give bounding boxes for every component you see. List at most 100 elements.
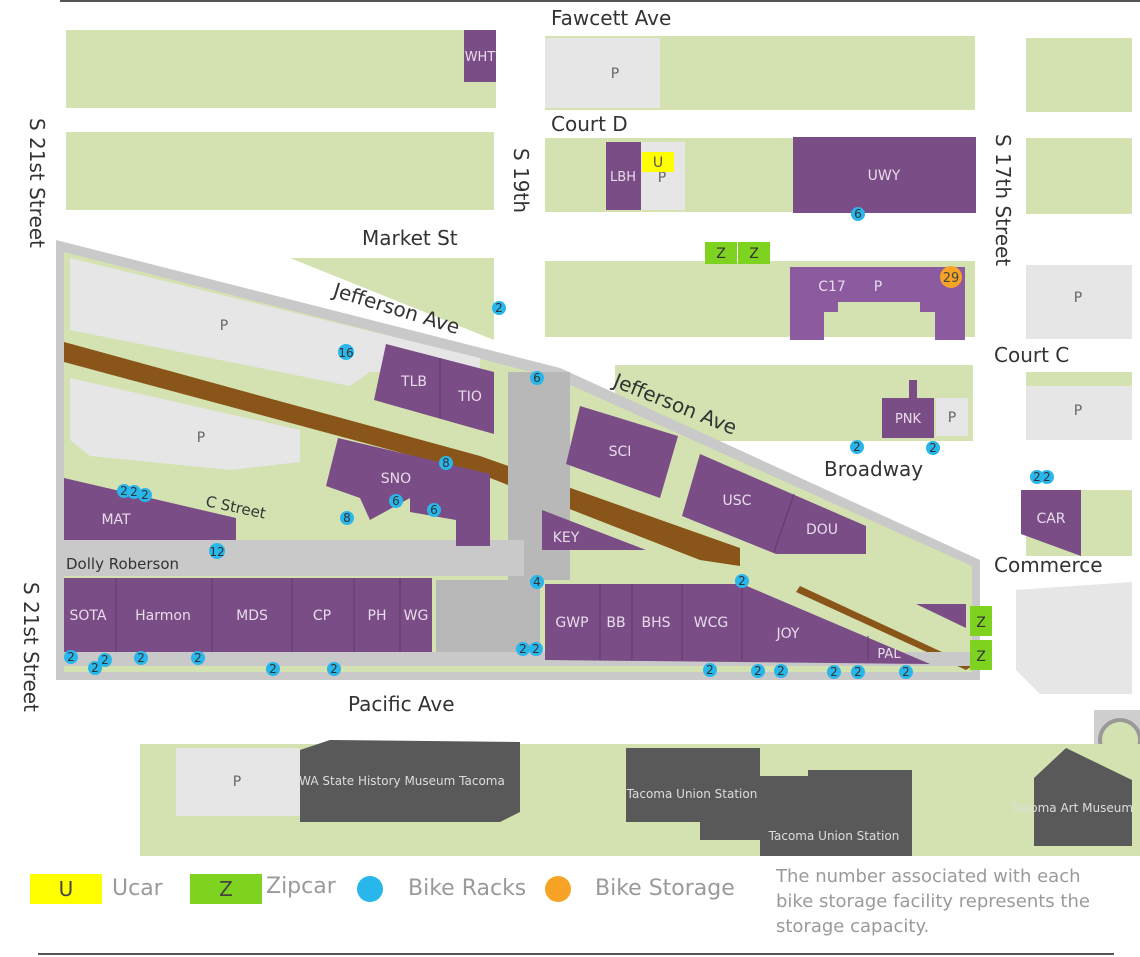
bike-rack-pnk-1[interactable] — [850, 440, 864, 454]
bike-rack-joy-2[interactable] — [774, 664, 788, 678]
divider-usc-dou — [773, 493, 795, 553]
zipcar-marker-2[interactable] — [738, 242, 770, 264]
parking-label-west: P — [197, 430, 205, 446]
street-s21st-bottom: S 21st Street — [19, 582, 43, 712]
zipcar-marker-1-label: Z — [716, 246, 726, 262]
bike-rack-pnk-1-label: 2 — [853, 440, 861, 454]
building-label-c17: C17 — [818, 279, 846, 295]
bike-rack-joy-top[interactable] — [735, 574, 749, 588]
bike-rack-mat-1-label: 2 — [120, 484, 128, 498]
building-label-key: KEY — [553, 530, 580, 546]
bike-rack-pal[interactable] — [899, 665, 913, 679]
bike-rack-car-2[interactable] — [1040, 470, 1054, 484]
building-union-station[interactable] — [626, 748, 808, 856]
street-commerce: Commerce — [994, 553, 1103, 577]
bike-rack-ph[interactable] — [327, 662, 341, 676]
zipcar-marker-4-label: Z — [976, 649, 986, 665]
zipcar-marker-3[interactable] — [970, 606, 992, 636]
bike-rack-sno-top[interactable] — [439, 456, 453, 470]
legend-bike-racks-label: Bike Racks — [408, 876, 527, 901]
bike-rack-joy-3[interactable] — [827, 665, 841, 679]
building-pnk-tower — [909, 380, 917, 400]
block-17th-right — [1026, 138, 1132, 214]
legend-zipcar-label: Zipcar — [266, 874, 336, 899]
block-wht — [66, 30, 496, 108]
bike-rack-sno-left[interactable] — [389, 494, 403, 508]
bike-rack-mat-2[interactable] — [127, 485, 141, 499]
bike-rack-mat-3[interactable] — [138, 488, 152, 502]
bike-rack-tio[interactable] — [530, 371, 544, 385]
bike-rack-pnk-2[interactable] — [926, 441, 940, 455]
zipcar-marker-3-label: Z — [976, 615, 986, 631]
bike-rack-key[interactable] — [530, 575, 544, 589]
building-union-station-east — [808, 770, 912, 856]
bike-rack-sno-top-label: 8 — [442, 456, 450, 470]
legend-ucar-swatch: U — [30, 874, 102, 904]
building-car[interactable] — [1021, 490, 1081, 556]
zipcar-marker-2-label: Z — [749, 246, 759, 262]
bike-rack-sno-bottom[interactable] — [340, 511, 354, 525]
bike-rack-gwp-2[interactable] — [529, 642, 543, 656]
bike-rack-cp[interactable] — [266, 662, 280, 676]
bike-rack-wcg[interactable] — [703, 663, 717, 677]
building-label-bhs: BHS — [641, 615, 670, 631]
zipcar-marker-4[interactable] — [970, 640, 992, 670]
building-art-museum[interactable] — [1034, 748, 1132, 846]
bike-rack-sota-2-label: 2 — [91, 661, 99, 675]
building-label-history-museum: WA State History Museum Tacoma — [299, 774, 505, 788]
street-fawcett: Fawcett Ave — [551, 6, 671, 30]
zipcar-marker-1[interactable] — [705, 242, 737, 264]
bike-rack-sota-2[interactable] — [88, 661, 102, 675]
building-key[interactable] — [542, 510, 646, 550]
block-nw-right — [1026, 38, 1132, 112]
bike-rack-market[interactable] — [492, 301, 506, 315]
parking-pnk — [936, 398, 968, 436]
street-s17th: S 17th Street — [991, 134, 1015, 266]
bike-rack-car-1-label: 2 — [1033, 470, 1041, 484]
bike-rack-sota-3[interactable] — [98, 653, 112, 667]
parking-commerce — [1016, 582, 1132, 694]
bike-rack-car-2-label: 2 — [1043, 470, 1051, 484]
building-history-museum[interactable] — [300, 740, 520, 822]
bike-rack-gwp-1-label: 2 — [519, 642, 527, 656]
building-tlb-tio[interactable] — [374, 344, 494, 434]
bike-rack-gwp-1[interactable] — [516, 642, 530, 656]
building-mat[interactable] — [64, 478, 236, 540]
bike-storage-c17[interactable] — [940, 266, 962, 288]
building-pnk[interactable] — [882, 398, 934, 438]
bike-rack-jefferson-lot[interactable] — [338, 344, 354, 360]
bike-rack-sota-1[interactable] — [64, 650, 78, 664]
bike-rack-dolly[interactable] — [209, 543, 225, 559]
bike-rack-harmon-label: 2 — [137, 651, 145, 665]
building-lbh[interactable] — [606, 142, 641, 210]
bike-rack-mds[interactable] — [191, 651, 205, 665]
building-sci[interactable] — [566, 406, 678, 498]
bike-rack-joy-4[interactable] — [851, 665, 865, 679]
bike-rack-cp-label: 2 — [269, 662, 277, 676]
street-pacific: Pacific Ave — [348, 692, 455, 716]
bike-rack-car-1[interactable] — [1030, 470, 1044, 484]
ucar-marker[interactable] — [642, 152, 674, 172]
building-uwy[interactable] — [793, 137, 976, 213]
building-label-dou: DOU — [806, 522, 838, 538]
prairie-line-trail — [64, 342, 740, 566]
building-label-cp: CP — [313, 608, 331, 624]
building-wht[interactable] — [464, 30, 496, 82]
parking-label-jefferson: P — [220, 318, 228, 334]
street-dolly: Dolly Roberson — [66, 555, 179, 573]
building-usc-dou[interactable] — [682, 454, 866, 554]
building-row-east — [545, 584, 930, 664]
building-label-sci: SCI — [609, 444, 632, 460]
building-label-wcg: WCG — [694, 615, 728, 631]
parking-label-fawcett: P — [611, 66, 619, 82]
parking-fawcett — [545, 38, 660, 108]
bike-rack-sno-right[interactable] — [427, 503, 441, 517]
building-c17[interactable] — [790, 267, 965, 340]
bike-rack-gwp-2-label: 2 — [532, 642, 540, 656]
bike-rack-sno-left-label: 6 — [392, 494, 400, 508]
building-label-sno: SNO — [381, 471, 411, 487]
building-label-mat: MAT — [101, 512, 131, 528]
bike-rack-uwy[interactable] — [851, 207, 865, 221]
bike-rack-joy-1[interactable] — [751, 664, 765, 678]
bike-rack-harmon[interactable] — [134, 651, 148, 665]
